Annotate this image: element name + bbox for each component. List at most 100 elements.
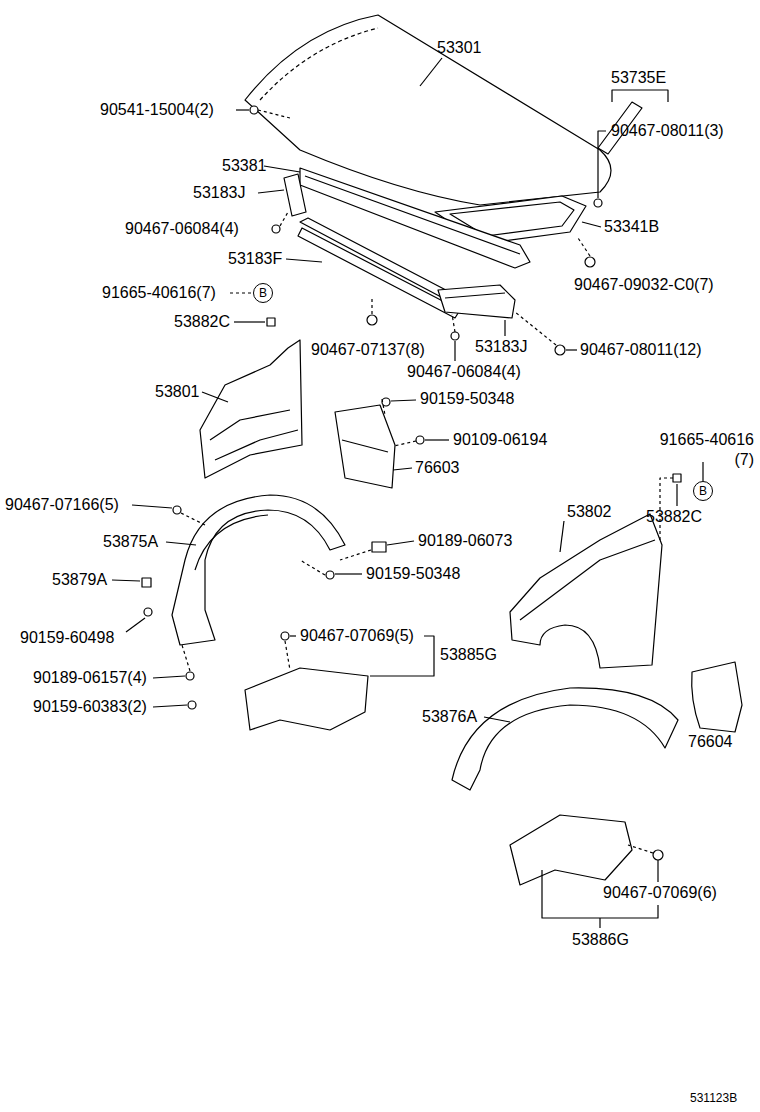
reference-circle: B <box>693 481 713 501</box>
line-art <box>236 109 249 110</box>
callout-number: 53885G <box>440 645 497 665</box>
line-art <box>300 560 325 575</box>
line-art <box>342 440 388 452</box>
line-art <box>112 580 140 581</box>
callout-number: 90467-08011(3) <box>611 121 724 141</box>
reference-letter: B <box>699 485 707 497</box>
callout-number: 90467-07069(5) <box>300 626 414 646</box>
callout-number: 90467-09032-C0(7) <box>574 275 714 295</box>
fastener-symbol <box>173 506 181 514</box>
callout-number: 53886G <box>572 930 629 950</box>
line-art <box>520 540 655 620</box>
line-art <box>484 717 510 722</box>
callout-number: 53801 <box>155 382 200 402</box>
callout-number: 531123B <box>690 1090 737 1106</box>
line-art <box>598 131 606 198</box>
line-art <box>445 293 505 298</box>
fastener-symbol <box>272 225 280 233</box>
callout-number: 53183F <box>228 249 282 269</box>
fastener-symbol <box>144 608 152 616</box>
callout-number: 53341B <box>604 217 659 237</box>
line-art <box>181 513 205 525</box>
callout-number: 53735E <box>611 68 666 88</box>
fastener-symbol <box>142 578 151 587</box>
fastener-symbol <box>188 701 196 709</box>
line-art <box>200 340 302 478</box>
line-art <box>166 542 196 545</box>
callout-number: 90467-07166(5) <box>5 495 119 515</box>
callout-number: 53879A <box>52 570 107 590</box>
callout-number: 91665-40616 (7) <box>650 430 754 470</box>
fastener-symbol <box>372 542 386 552</box>
callout-number: 90541-15004(2) <box>100 100 214 120</box>
fastener-symbol <box>382 398 390 406</box>
line-art <box>382 399 385 415</box>
callout-number: 90189-06073 <box>418 531 512 551</box>
line-art <box>582 222 601 227</box>
fastener-symbol <box>267 318 275 326</box>
callout-number: 53802 <box>567 502 612 522</box>
callout-number: 53882C <box>174 312 230 332</box>
fastener-symbol <box>585 257 595 267</box>
line-art <box>286 259 322 262</box>
line-art <box>510 815 632 885</box>
line-art <box>202 392 228 402</box>
callout-number: 90189-06157(4) <box>33 668 147 688</box>
line-art <box>280 212 288 226</box>
line-art <box>132 505 172 508</box>
line-art <box>260 28 378 100</box>
line-art <box>394 441 416 446</box>
line-art <box>420 58 442 86</box>
line-art <box>692 662 742 732</box>
line-art <box>172 495 345 645</box>
line-art <box>454 341 455 361</box>
callout-number: 53882C <box>646 507 702 527</box>
line-art <box>628 845 653 853</box>
line-art <box>153 705 187 707</box>
line-art <box>258 190 284 193</box>
line-art <box>510 514 662 668</box>
fastener-symbol <box>653 850 663 860</box>
callout-number: 90109-06194 <box>453 430 547 450</box>
line-art <box>612 90 668 102</box>
callout-number: 90467-07069(6) <box>603 883 717 903</box>
line-art <box>566 349 577 350</box>
fastener-symbol <box>281 632 289 640</box>
callout-number: 53875A <box>103 532 158 552</box>
callout-number: 76604 <box>688 732 733 752</box>
line-art <box>393 468 412 470</box>
callout-number: 90467-06084(4) <box>407 362 521 382</box>
line-art <box>452 314 455 332</box>
fastener-symbol <box>250 106 258 114</box>
line-art <box>182 645 190 671</box>
line-art <box>560 521 564 552</box>
line-art <box>578 238 590 256</box>
fastener-symbol <box>367 315 377 325</box>
callout-number: 76603 <box>415 458 460 478</box>
callout-number: 90159-50348 <box>366 564 460 584</box>
line-art <box>452 688 678 790</box>
callout-number: 90159-50348 <box>420 389 514 409</box>
line-art <box>245 668 368 730</box>
fastener-symbol <box>326 571 334 579</box>
line-art <box>438 285 515 318</box>
callout-number: 53876A <box>422 707 477 727</box>
reference-letter: B <box>259 287 267 299</box>
line-art <box>153 676 185 678</box>
line-art <box>230 292 252 293</box>
line-art <box>504 320 505 336</box>
callout-number: 90467-08011(12) <box>580 340 702 360</box>
line-art <box>335 405 395 488</box>
line-art <box>425 439 449 440</box>
line-art <box>387 541 414 545</box>
fastener-symbol <box>186 672 194 680</box>
callout-number: 90467-06084(4) <box>125 219 239 239</box>
line-art <box>298 228 460 318</box>
line-art <box>599 918 600 928</box>
callout-number: 90467-07137(8) <box>311 340 425 360</box>
fastener-symbol <box>673 474 681 482</box>
line-art <box>676 484 677 506</box>
fastener-symbol <box>451 332 459 340</box>
callout-number: 53183J <box>475 337 528 357</box>
